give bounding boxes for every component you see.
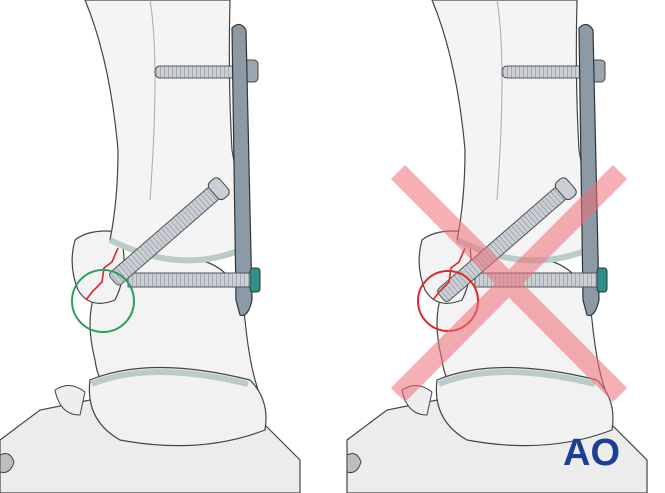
panel-incorrect (347, 0, 647, 493)
fracture-line-left (85, 247, 119, 301)
cross-mark-icon (390, 164, 628, 403)
oblique-screw-right (437, 177, 577, 302)
oblique-screw-left (109, 177, 230, 286)
ao-logo: AO (563, 432, 620, 474)
correct-marker-circle (71, 269, 135, 333)
fracture-line-right (432, 247, 466, 301)
panel-correct (0, 0, 300, 493)
